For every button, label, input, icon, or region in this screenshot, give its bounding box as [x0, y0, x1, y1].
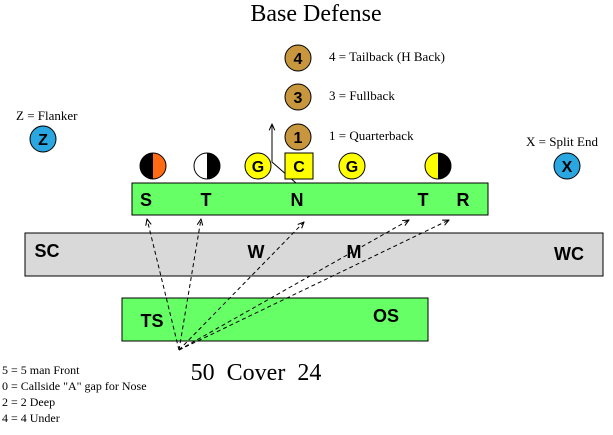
tackle-left-icon [139, 152, 167, 180]
read-arrows [147, 219, 449, 351]
front-row-band [131, 182, 489, 216]
legend-line-2: 0 = Callside "A" gap for Nose [2, 379, 147, 393]
front-t-right: T [418, 190, 429, 210]
read-arrow-t-right [178, 220, 409, 351]
middle-sc: SC [34, 241, 59, 261]
tight-end-left-icon [193, 152, 221, 180]
middle-m: M [347, 242, 362, 262]
legend-line-1: 5 = 5 man Front [2, 363, 80, 377]
defense-call: 50 Cover 24 [191, 360, 322, 386]
back-tailback-number: 4 [294, 51, 303, 68]
back-row-band [121, 297, 429, 342]
front-n: N [291, 190, 304, 210]
guard-left-letter: G [252, 159, 264, 176]
flanker-marker: Z [29, 125, 57, 153]
read-arrow-s [147, 219, 180, 351]
back-quarterback: 1 [284, 123, 312, 151]
center: C [284, 152, 314, 180]
back-ts: TS [140, 311, 163, 331]
call-legend: 5 = 5 man Front 0 = Callside "A" gap for… [2, 363, 147, 425]
split-end-marker: X [553, 152, 581, 180]
read-arrow-r [178, 220, 449, 351]
middle-w: W [248, 242, 265, 262]
flanker-letter: Z [38, 132, 48, 149]
split-end-letter: X [562, 159, 573, 176]
legend-line-4: 4 = 4 Under [2, 411, 60, 425]
tackle-right-icon [424, 152, 452, 180]
middle-row-band [24, 232, 604, 277]
split-end-label: X = Split End [526, 134, 598, 149]
guard-left: G [244, 152, 272, 180]
back-fullback-number: 3 [294, 90, 303, 107]
read-arrow-n [178, 222, 304, 351]
front-t-left: T [201, 190, 212, 210]
read-arrow-t-left [178, 219, 201, 351]
diagram-title: Base Defense [250, 1, 381, 27]
back-quarterback-number: 1 [294, 130, 303, 147]
legend-line-3: 2 = 2 Deep [2, 395, 55, 409]
back-tailback: 4 [284, 44, 312, 72]
back-tailback-label: 4 = Tailback (H Back) [329, 49, 445, 64]
center-letter: C [293, 159, 305, 176]
guard-right: G [338, 152, 366, 180]
back-os: OS [373, 306, 399, 326]
flanker-label: Z = Flanker [16, 108, 78, 123]
guard-right-letter: G [346, 159, 358, 176]
front-r: R [457, 190, 470, 210]
back-fullback: 3 [284, 83, 312, 111]
middle-wc: WC [554, 244, 584, 264]
back-fullback-label: 3 = Fullback [329, 88, 395, 103]
back-quarterback-label: 1 = Quarterback [329, 128, 414, 143]
front-s: S [140, 190, 152, 210]
